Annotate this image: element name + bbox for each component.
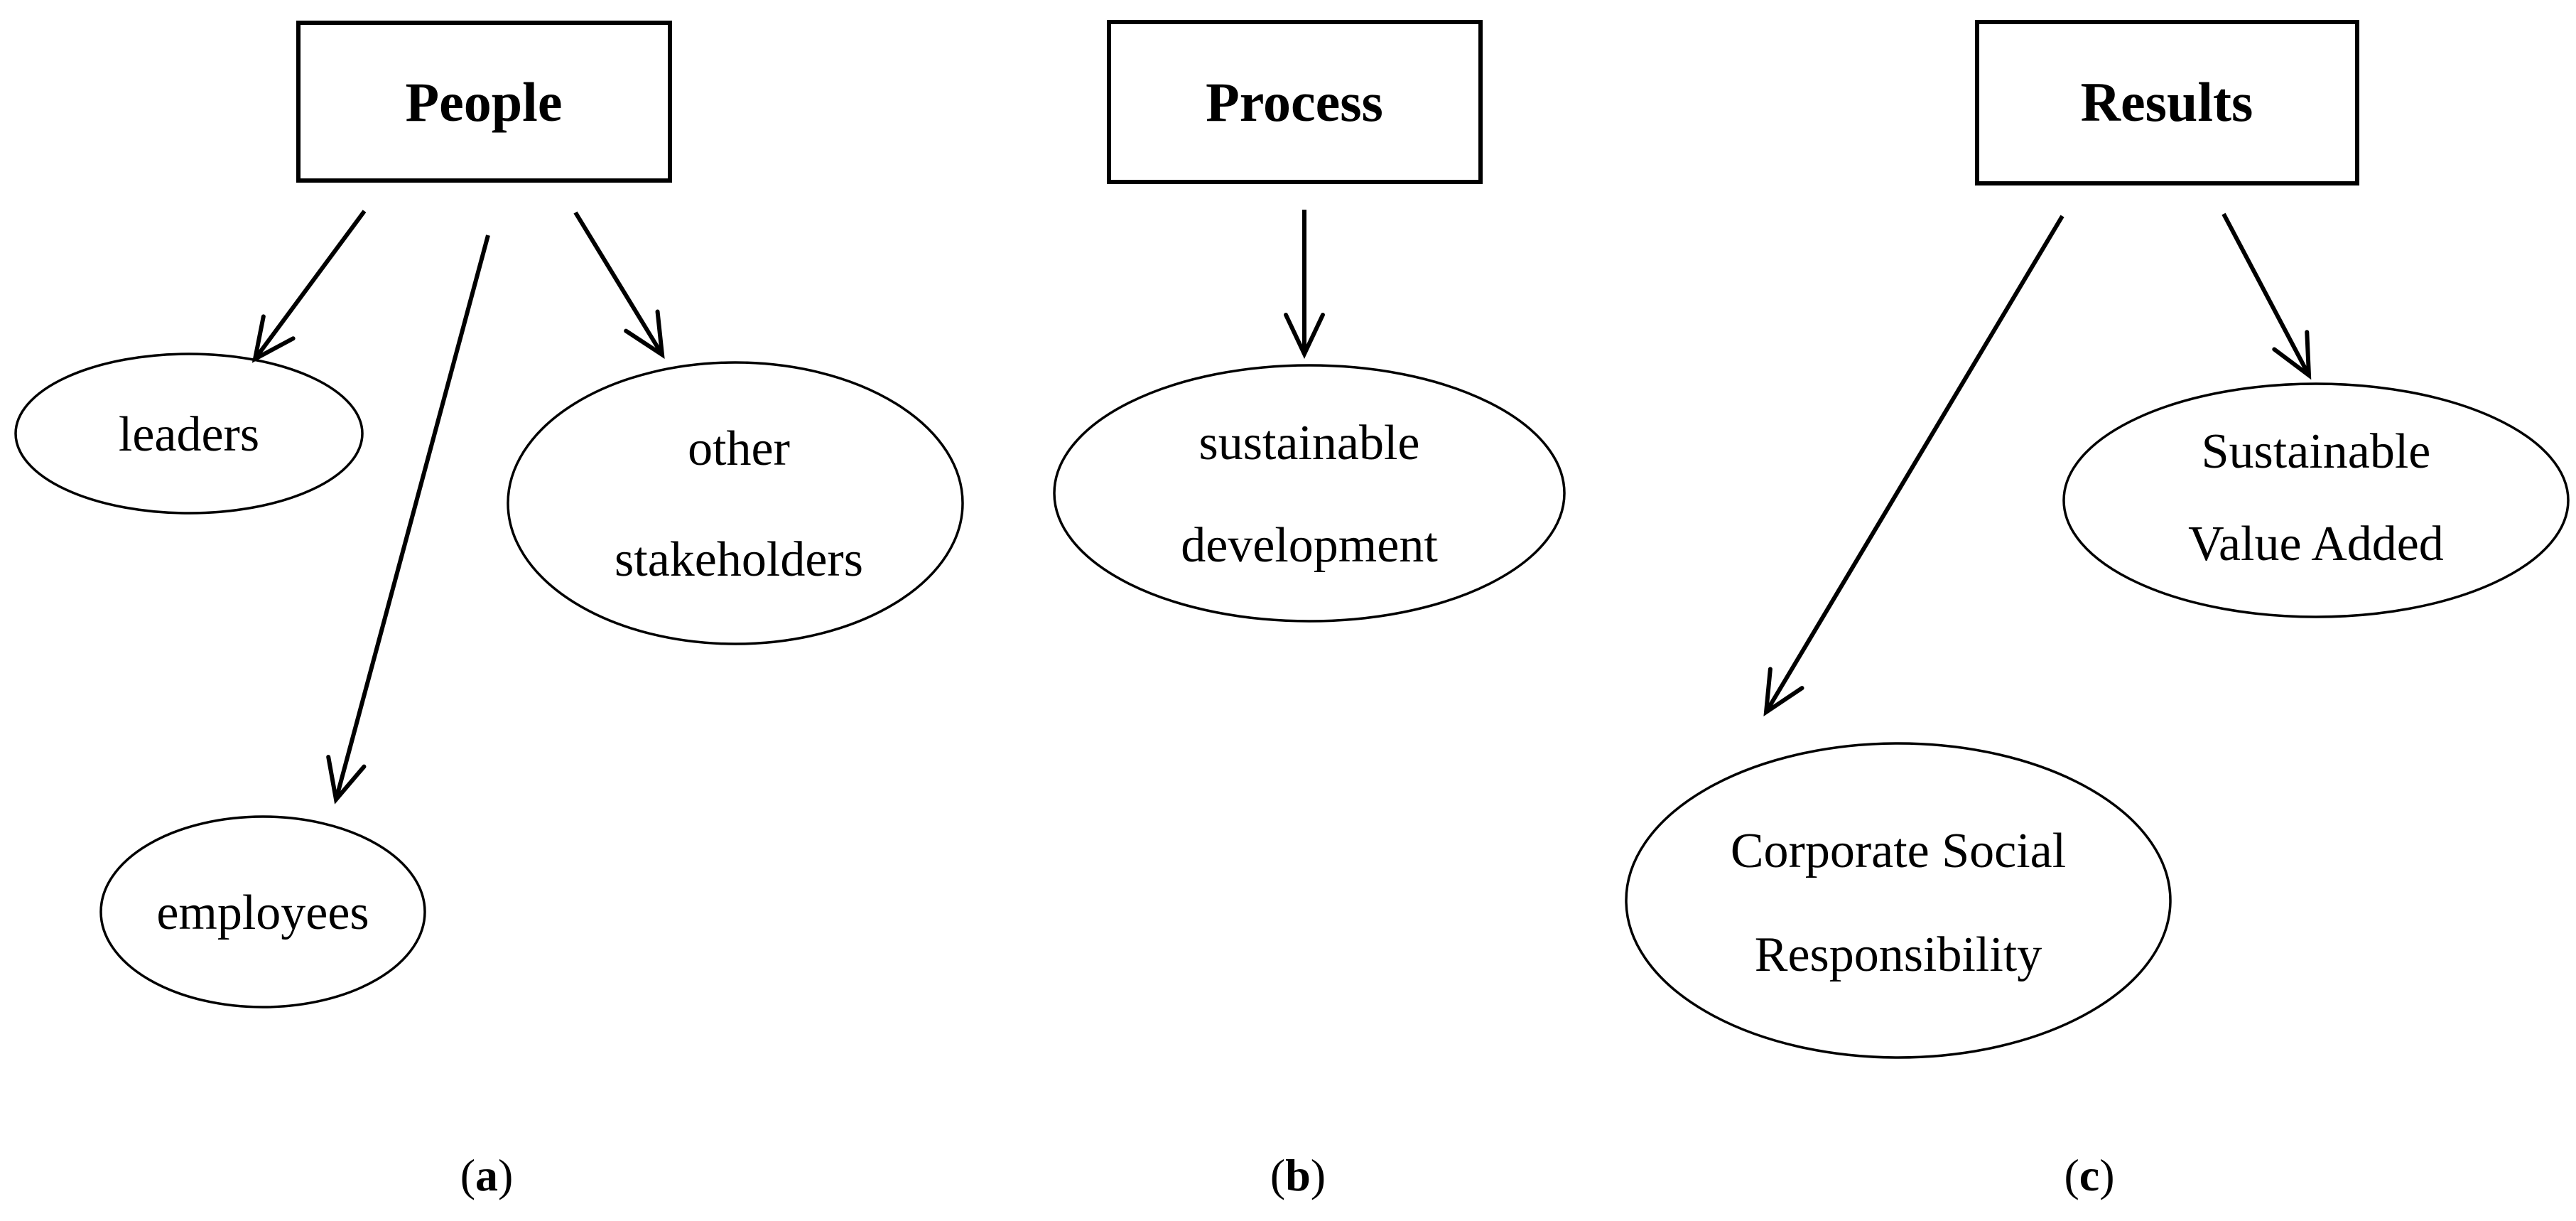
panel-c: Results Sustainable Value Added Corporat…	[1625, 20, 2570, 1200]
leaders-label: leaders	[119, 407, 259, 462]
corporate-social-responsibility-label-line2: Responsibility	[1755, 927, 2042, 982]
process-box	[1107, 20, 1483, 184]
employees-label: employees	[156, 886, 369, 940]
arrow-results-to-corporate-social-responsibility	[1763, 215, 2064, 717]
people-box-label: People	[406, 71, 563, 133]
arrow-results-to-sustainable-value-added	[2221, 213, 2312, 380]
people-box	[296, 21, 672, 183]
other-stakeholders-label-line1: other	[688, 421, 790, 476]
other-stakeholders-ellipse	[507, 361, 964, 645]
corporate-social-responsibility-label-line1: Corporate Social	[1731, 824, 2066, 878]
sustainable-development-label-line1: sustainable	[1198, 416, 1419, 470]
panel-a: People leaders other stakeholders employ…	[14, 21, 964, 1200]
process-box-label: Process	[1206, 71, 1383, 133]
sustainable-value-added-label-line2: Value Added	[2188, 517, 2444, 571]
arrow-people-to-employees	[326, 235, 490, 805]
results-box-label: Results	[2081, 71, 2253, 133]
results-box	[1975, 20, 2359, 185]
employees-ellipse	[99, 815, 426, 1008]
arrow-people-to-leaders	[251, 210, 367, 363]
sustainable-development-label-line2: development	[1181, 518, 1438, 573]
sustainable-value-added-ellipse	[2062, 382, 2570, 618]
other-stakeholders-label-line2: stakeholders	[615, 532, 863, 587]
caption-a: (a)	[460, 1150, 514, 1200]
arrow-people-to-other-stakeholders	[573, 211, 665, 359]
leaders-ellipse	[14, 353, 364, 515]
panel-b: Process sustainable development (b)	[1053, 20, 1566, 1200]
sustainable-development-ellipse	[1053, 364, 1566, 623]
caption-c: (c)	[2064, 1150, 2114, 1200]
sustainable-value-added-label-line1: Sustainable	[2202, 424, 2431, 479]
caption-b: (b)	[1270, 1150, 1326, 1200]
corporate-social-responsibility-ellipse	[1625, 742, 2172, 1059]
